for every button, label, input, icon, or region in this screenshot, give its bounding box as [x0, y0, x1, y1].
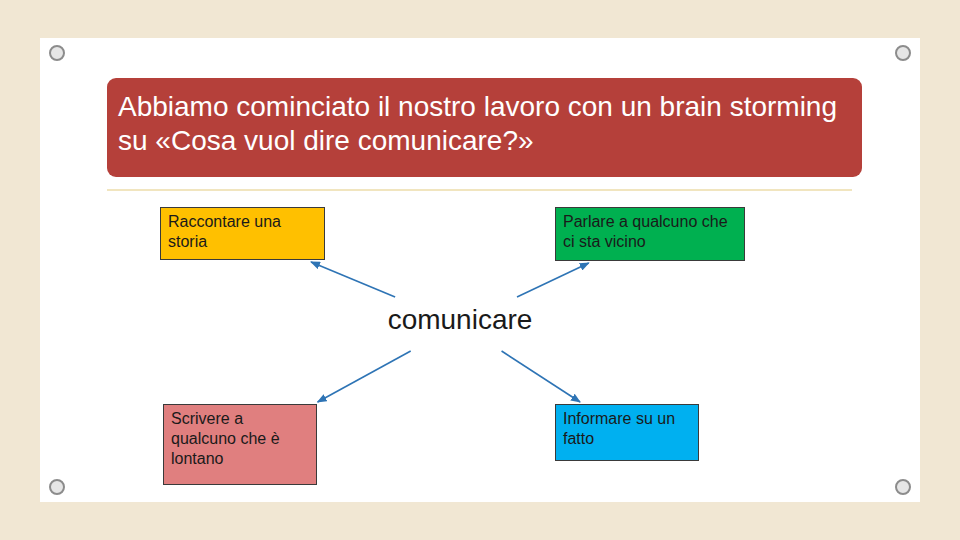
central-concept: comunicare	[360, 301, 560, 347]
binder-rings	[50, 46, 910, 494]
ring	[50, 46, 64, 60]
idea-box: Parlare a qualcuno che ci sta vicino	[555, 207, 745, 261]
arrow-connector	[311, 262, 395, 297]
idea-box: Raccontare una storia	[160, 207, 325, 260]
node-text: comunicare	[364, 303, 556, 337]
title-band	[107, 78, 862, 177]
node-text: Raccontare una storia	[168, 212, 317, 252]
title-rule	[107, 189, 852, 191]
ring	[896, 480, 910, 494]
idea-box: Informare su un fatto	[555, 404, 699, 461]
node-text: Scrivere a qualcuno che è lontano	[171, 409, 309, 469]
arrow-connector	[502, 351, 580, 402]
ring	[50, 480, 64, 494]
arrow-connector	[517, 263, 589, 297]
idea-box: Scrivere a qualcuno che è lontano	[163, 404, 317, 485]
ring	[896, 46, 910, 60]
node-text: Informare su un fatto	[563, 409, 691, 449]
white-card	[40, 38, 920, 502]
node-text: Parlare a qualcuno che ci sta vicino	[563, 212, 737, 252]
slide-title: Abbiamo cominciato il nostro lavoro con …	[118, 90, 853, 158]
arrow-connector	[318, 351, 411, 402]
